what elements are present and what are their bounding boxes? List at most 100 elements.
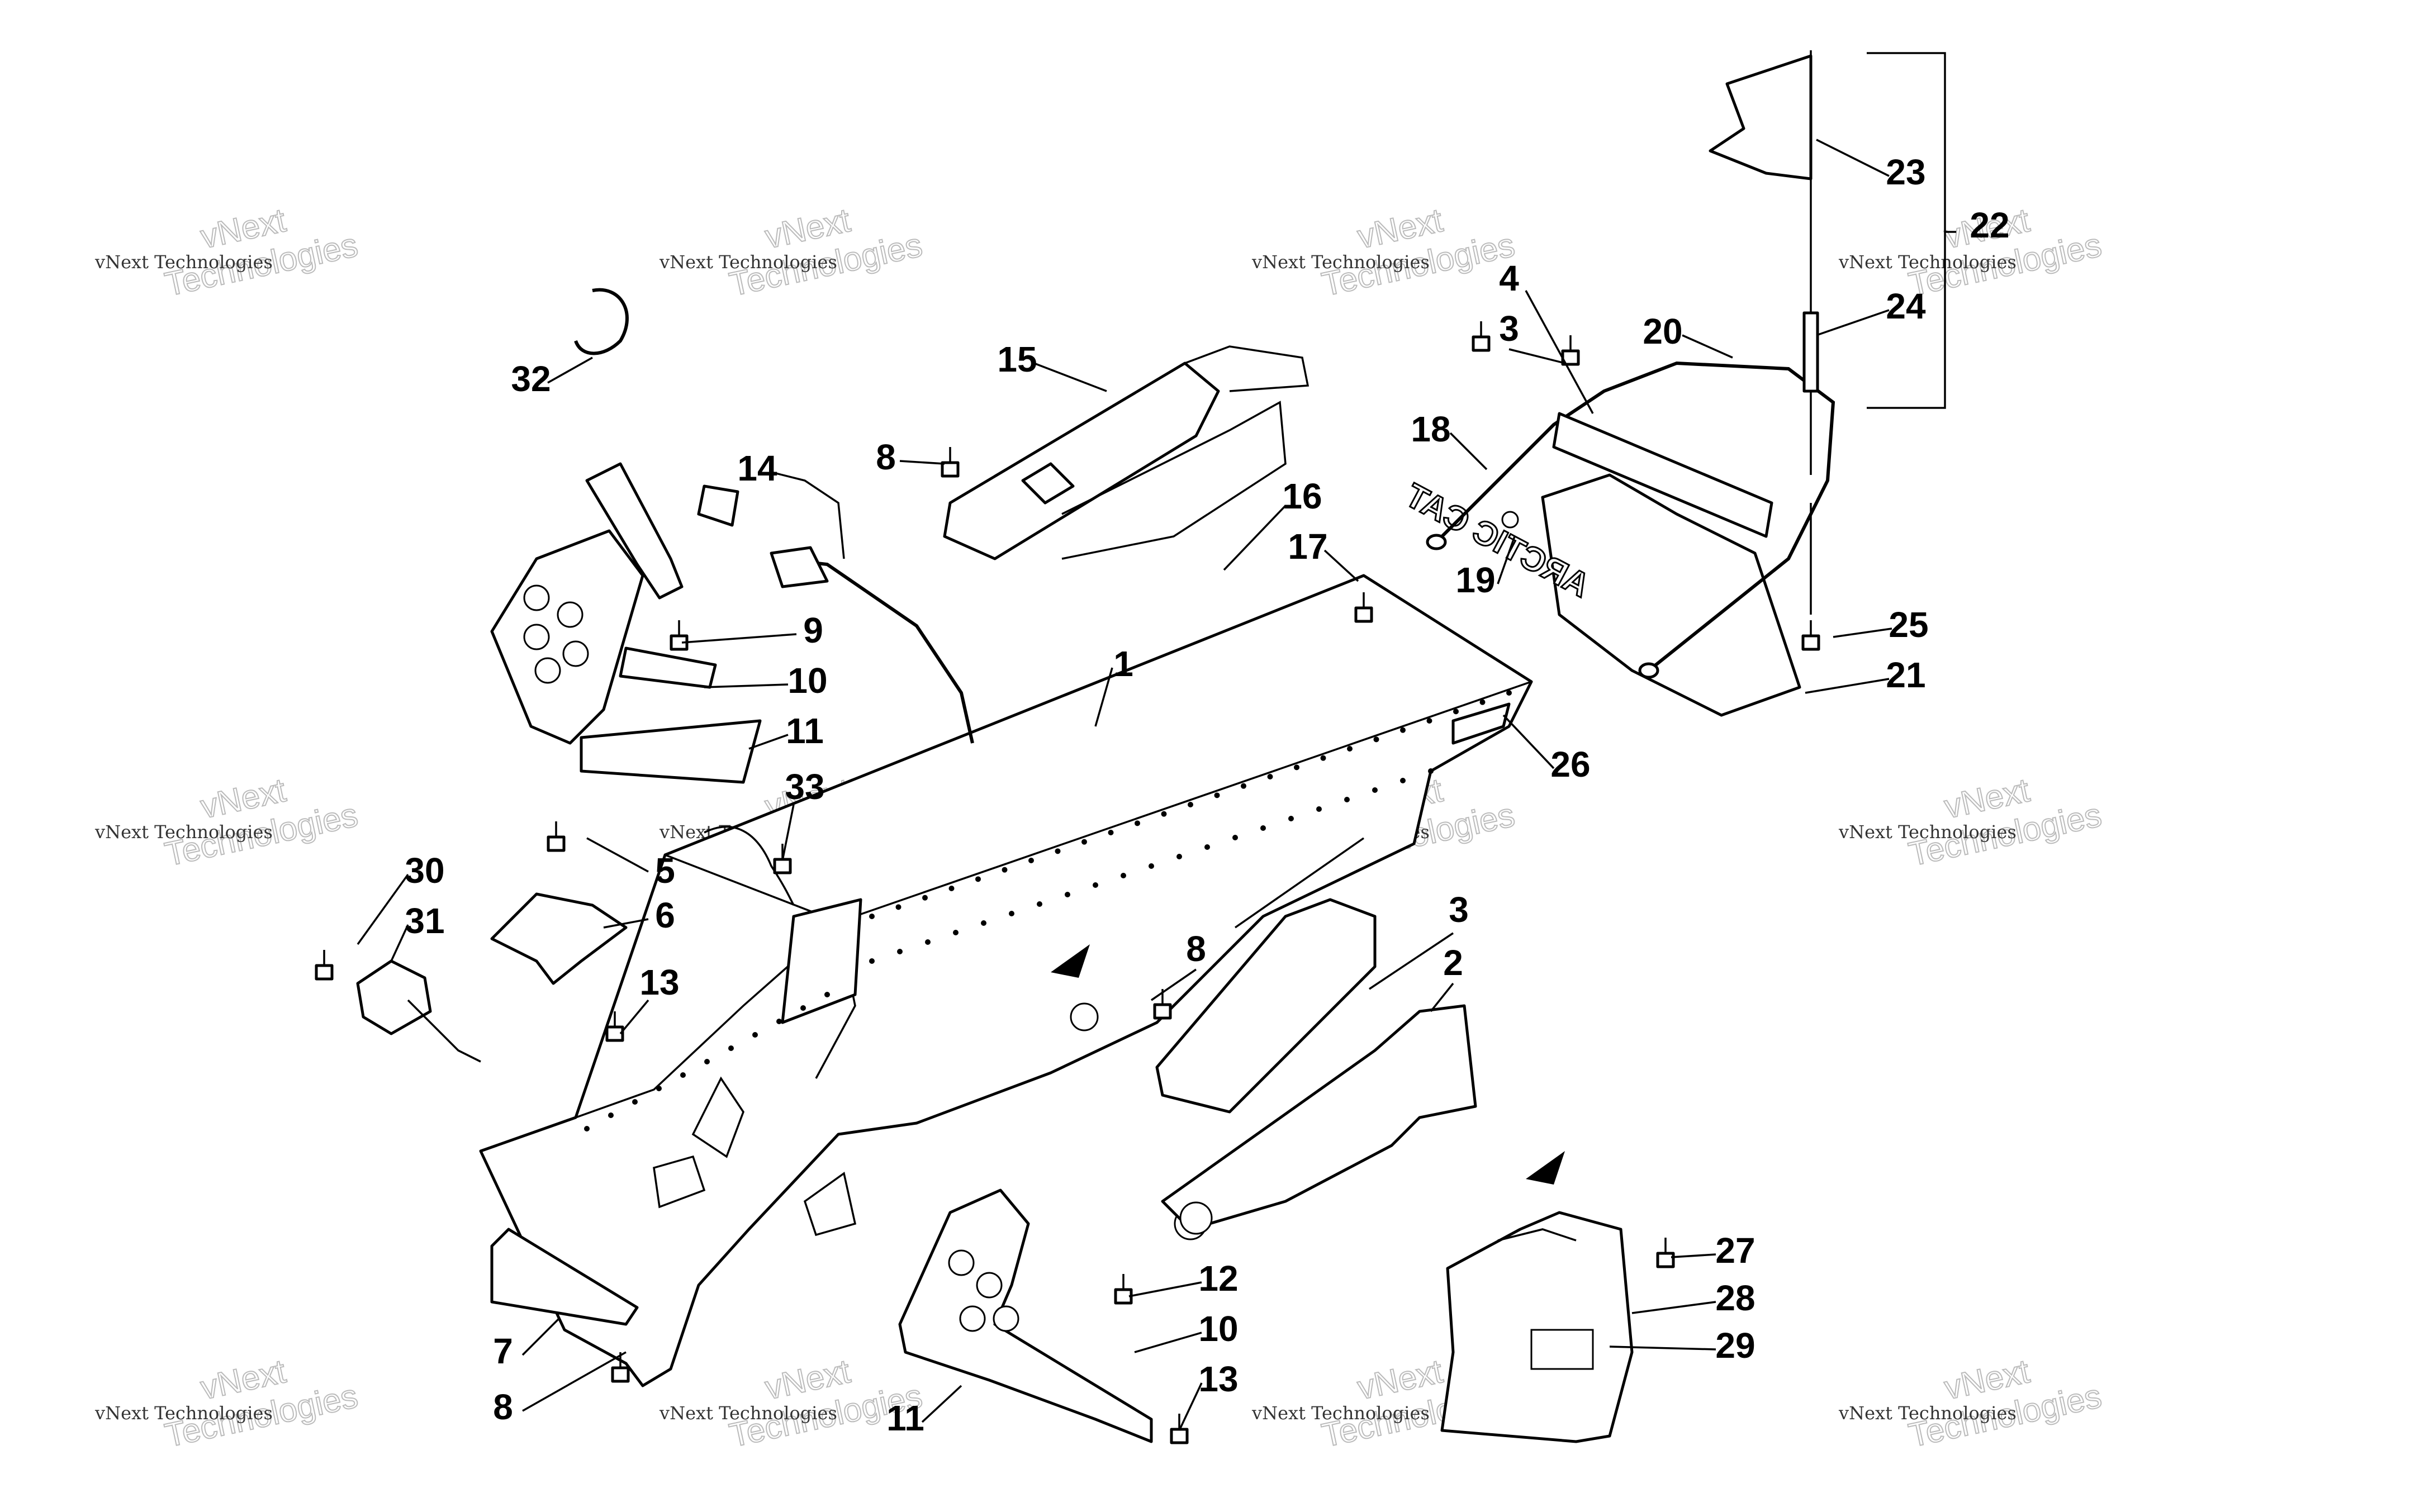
leader-c15 bbox=[1033, 362, 1107, 392]
leader-c26 bbox=[1502, 714, 1555, 769]
leader-c10b bbox=[1134, 1332, 1202, 1353]
fastener bbox=[1153, 989, 1172, 1020]
fastener bbox=[605, 1011, 624, 1042]
leader-lines bbox=[357, 139, 1956, 1431]
callout-c9: 9 bbox=[803, 610, 823, 650]
direction-arrow-icon bbox=[1051, 944, 1090, 978]
callout-c24: 24 bbox=[1886, 286, 1926, 326]
callout-c20: 20 bbox=[1643, 311, 1682, 351]
leader-c7 bbox=[521, 1318, 560, 1356]
fastener bbox=[1170, 1414, 1189, 1444]
callout-c6: 6 bbox=[655, 895, 675, 935]
leader-c30 bbox=[357, 873, 409, 945]
rear-grab-bar bbox=[1426, 361, 1835, 679]
callout-c13a: 13 bbox=[639, 962, 679, 1002]
svg-text:vNext Technologies: vNext Technologies bbox=[659, 1402, 837, 1424]
clamp-32 bbox=[574, 288, 629, 355]
callout-c26: 26 bbox=[1550, 744, 1590, 784]
leader-c5 bbox=[586, 837, 649, 873]
leader-c19 bbox=[1497, 536, 1516, 584]
callout-c11b: 11 bbox=[886, 1398, 924, 1438]
leader-c25 bbox=[1833, 627, 1892, 638]
front-left-bracket bbox=[490, 462, 762, 784]
callout-c7: 7 bbox=[493, 1331, 513, 1371]
fastener bbox=[1114, 1274, 1133, 1305]
callout-c13b: 13 bbox=[1198, 1359, 1238, 1399]
callout-c16: 16 bbox=[1282, 476, 1322, 516]
leader-c24 bbox=[1816, 309, 1890, 336]
svg-text:vNext Technologies: vNext Technologies bbox=[1251, 1402, 1430, 1424]
callout-c4: 4 bbox=[1499, 258, 1519, 298]
bracket-6 bbox=[490, 892, 628, 985]
fastener bbox=[1561, 335, 1580, 366]
callout-c12: 12 bbox=[1198, 1258, 1238, 1299]
svg-text:vNext Technologies: vNext Technologies bbox=[1251, 251, 1430, 273]
leader-c21 bbox=[1805, 678, 1890, 694]
group-bracket-22 bbox=[1867, 52, 1946, 409]
callout-c8b: 8 bbox=[1186, 929, 1206, 969]
leader-c1 bbox=[1094, 667, 1113, 727]
callout-c1: 1 bbox=[1113, 644, 1133, 684]
leader-c29 bbox=[1609, 1345, 1716, 1351]
fastener bbox=[315, 950, 334, 981]
callout-c22: 22 bbox=[1970, 205, 2009, 245]
leader-c4 bbox=[1525, 290, 1594, 414]
callout-c5: 5 bbox=[655, 850, 675, 891]
callout-c10a: 10 bbox=[787, 660, 827, 701]
leader-c14 bbox=[771, 471, 845, 559]
svg-text:vNext Technologies: vNext Technologies bbox=[94, 251, 273, 273]
svg-text:vNext Technologies: vNext Technologies bbox=[659, 251, 837, 273]
svg-text:vNext Technologies: vNext Technologies bbox=[94, 821, 273, 843]
callout-c32: 32 bbox=[511, 359, 551, 399]
cover-28 bbox=[1440, 1211, 1634, 1443]
leader-c3a bbox=[1508, 348, 1565, 364]
fastener bbox=[1472, 321, 1491, 352]
direction-arrow-icon bbox=[1526, 1151, 1565, 1185]
callout-c28: 28 bbox=[1715, 1278, 1755, 1318]
fastener bbox=[1354, 592, 1373, 623]
handle-rod bbox=[770, 546, 974, 744]
callout-c8c: 8 bbox=[493, 1387, 513, 1427]
callout-c30: 30 bbox=[405, 850, 444, 891]
leader-c16 bbox=[1223, 505, 1287, 571]
callout-c15: 15 bbox=[997, 339, 1037, 379]
svg-text:vNext Technologies: vNext Technologies bbox=[1838, 821, 2017, 843]
leader-c27 bbox=[1671, 1253, 1716, 1258]
leader-c17 bbox=[1323, 549, 1359, 582]
leader-c11a bbox=[748, 734, 789, 750]
callout-c33: 33 bbox=[785, 767, 824, 807]
callout-c11a: 11 bbox=[786, 711, 824, 751]
callout-c3b: 3 bbox=[1449, 890, 1469, 930]
leader-c12 bbox=[1128, 1281, 1202, 1297]
callout-c14: 14 bbox=[737, 448, 777, 488]
leader-c8c bbox=[522, 1351, 627, 1412]
footrest-plate bbox=[1155, 837, 1377, 1114]
callout-c17: 17 bbox=[1288, 526, 1327, 567]
fastener bbox=[1656, 1238, 1675, 1268]
side-plate-part bbox=[1161, 1004, 1477, 1235]
flag-assembly bbox=[1709, 50, 1819, 615]
callout-c18: 18 bbox=[1411, 409, 1450, 449]
svg-text:vNext Technologies: vNext Technologies bbox=[1838, 251, 2017, 273]
fastener bbox=[547, 821, 566, 852]
callout-c3a: 3 bbox=[1499, 308, 1519, 349]
hardware bbox=[315, 321, 1820, 1444]
leader-c32 bbox=[547, 356, 593, 384]
leader-c2 bbox=[1430, 982, 1454, 1012]
callout-c23: 23 bbox=[1886, 152, 1925, 192]
mount-plate-7 bbox=[490, 1228, 639, 1326]
leader-c33 bbox=[781, 804, 795, 861]
callout-c27: 27 bbox=[1715, 1230, 1755, 1271]
leader-c8b bbox=[1151, 968, 1197, 1001]
fastener bbox=[941, 447, 960, 478]
fastener bbox=[1801, 620, 1820, 651]
